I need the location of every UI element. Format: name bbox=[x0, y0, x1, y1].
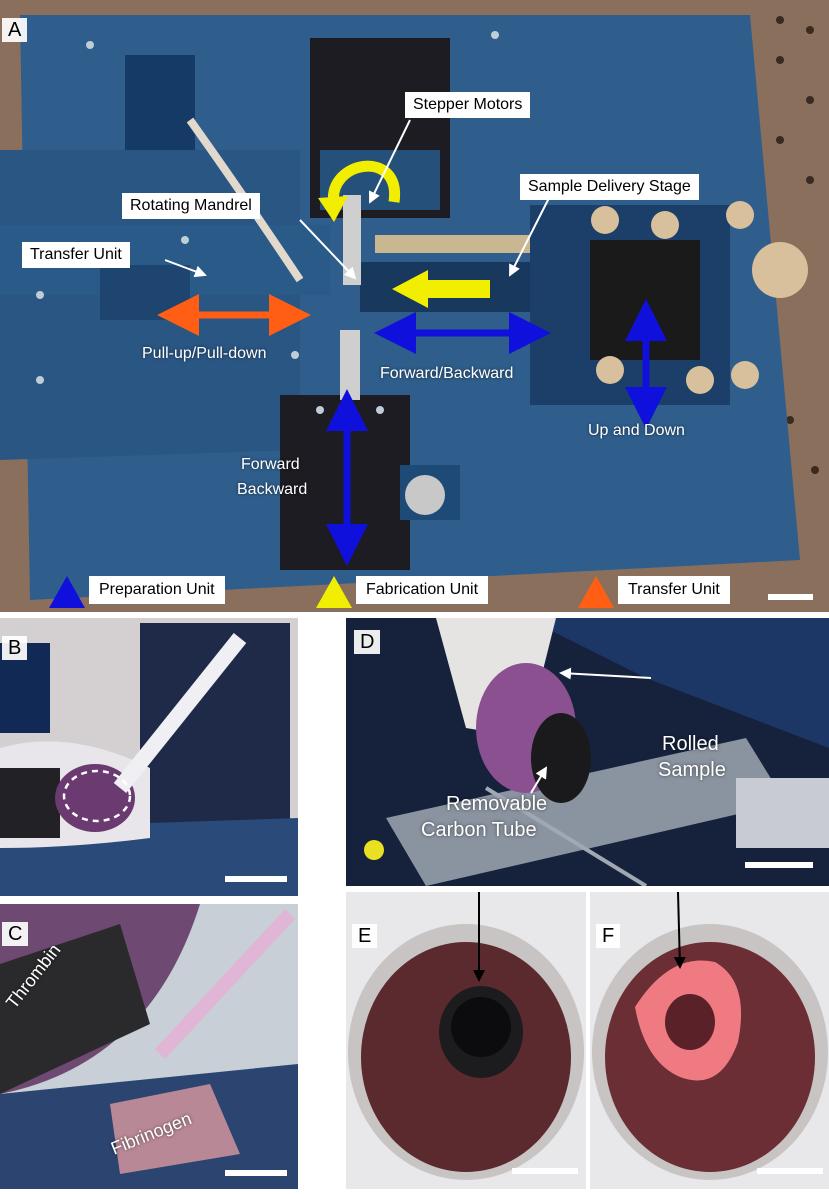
legend-label: Transfer Unit bbox=[618, 576, 730, 604]
yellow-triangle-icon bbox=[316, 576, 352, 608]
motion-forward-backward-label: Forward/Backward bbox=[380, 365, 514, 382]
motion-backward-label: Backward bbox=[237, 481, 308, 498]
blue-triangle-icon bbox=[49, 576, 85, 608]
panel-c-photo bbox=[0, 904, 298, 1189]
panel-f-photo bbox=[590, 892, 829, 1189]
rolled-sample-label-line1: Rolled bbox=[662, 733, 719, 755]
panel-e-photo bbox=[346, 892, 586, 1189]
legend-label: Fabrication Unit bbox=[356, 576, 489, 604]
panel-d-photo bbox=[346, 618, 829, 886]
orange-triangle-icon bbox=[578, 576, 614, 608]
scale-bar bbox=[225, 1170, 287, 1176]
callout-stepper-motors: Stepper Motors bbox=[405, 92, 531, 118]
panel-b-photo bbox=[0, 618, 298, 896]
panel-label-e: E bbox=[352, 924, 378, 948]
callout-transfer-unit: Transfer Unit bbox=[22, 242, 130, 268]
panel-label-c: C bbox=[2, 922, 29, 946]
legend-preparation-unit: Preparation Unit bbox=[47, 574, 225, 610]
legend-transfer-unit: Transfer Unit bbox=[576, 574, 730, 610]
panel-label-a: A bbox=[2, 18, 28, 42]
rolled-sample-label-line2: Sample bbox=[658, 759, 726, 781]
pipetting-photo bbox=[0, 618, 298, 896]
thrombin-fibrinogen-photo bbox=[0, 904, 298, 1189]
rolled-sample-photo bbox=[346, 618, 829, 886]
legend-label: Preparation Unit bbox=[89, 576, 225, 604]
scale-bar bbox=[225, 876, 287, 882]
motion-forward-label: Forward bbox=[241, 456, 300, 473]
motion-pull-label: Pull-up/Pull-down bbox=[142, 345, 267, 362]
panel-label-f: F bbox=[596, 924, 621, 948]
scale-bar bbox=[745, 862, 813, 868]
removable-carbon-tube-label-line2: Carbon Tube bbox=[421, 819, 537, 841]
legend-fabrication-unit: Fabrication Unit bbox=[314, 574, 489, 610]
panel-label-b: B bbox=[2, 636, 28, 660]
callout-sample-delivery-stage: Sample Delivery Stage bbox=[520, 174, 699, 200]
rolled-sample-dish-photo bbox=[590, 892, 829, 1189]
scale-bar bbox=[757, 1168, 823, 1174]
callout-rotating-mandrel: Rotating Mandrel bbox=[122, 193, 260, 219]
removable-carbon-tube-label-line1: Removable bbox=[446, 793, 548, 815]
motion-up-down-label: Up and Down bbox=[588, 422, 685, 439]
panel-label-d: D bbox=[354, 630, 381, 654]
scale-bar bbox=[512, 1168, 578, 1174]
scale-bar bbox=[768, 594, 813, 600]
carbon-tube-dish-photo bbox=[346, 892, 586, 1189]
